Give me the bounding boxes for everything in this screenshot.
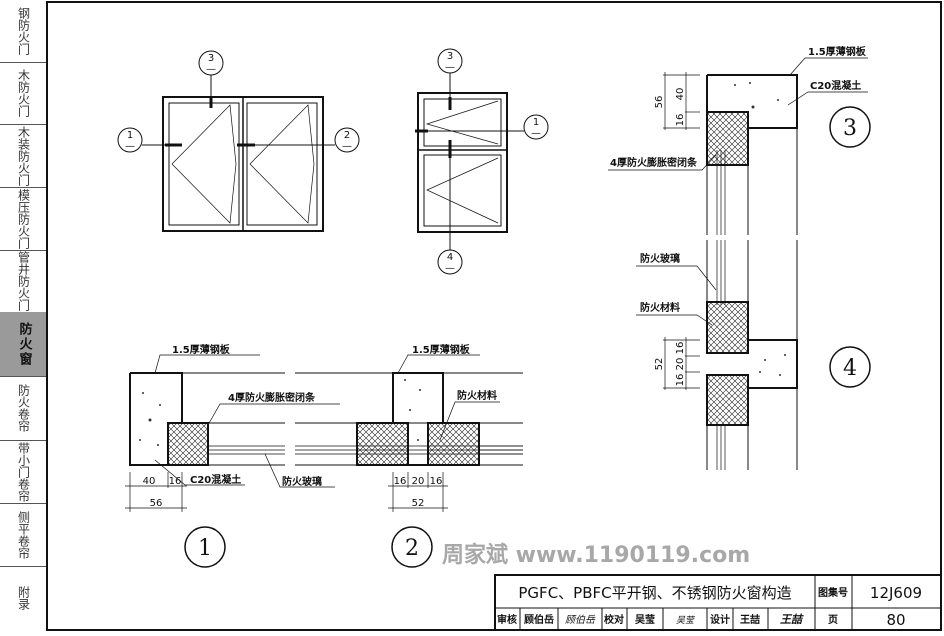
- label-steel-plate: 1.5厚薄钢板: [172, 343, 231, 356]
- checker-signature: 吴莹: [676, 615, 696, 626]
- dimension: 56: [654, 96, 665, 109]
- detail-number-3: 3: [843, 116, 857, 141]
- atlas-number: 12J609: [870, 584, 922, 602]
- sidebar-item-fire-shutter[interactable]: 防火卷帘: [0, 376, 47, 441]
- sidebar-item-label: 防火卷帘: [16, 384, 31, 432]
- section-mark-sub: —: [125, 141, 135, 152]
- dimension: 16: [394, 476, 407, 487]
- dimension: 20: [412, 476, 425, 487]
- dimension: 52: [412, 498, 425, 509]
- section-mark-1: 1: [127, 130, 133, 141]
- page-number: 80: [886, 611, 905, 629]
- section-mark-sub: —: [445, 62, 455, 73]
- check-label: 校对: [604, 613, 624, 626]
- section-mark-3: 3: [447, 51, 453, 62]
- label-fire-material: 防火材料: [640, 301, 680, 314]
- section-mark-sub: —: [206, 64, 216, 75]
- section-mark-4: 4: [447, 252, 453, 263]
- section-mark-sub: —: [342, 141, 352, 152]
- dimension: 20: [675, 358, 686, 371]
- sidebar-item-appendix[interactable]: 附录: [0, 566, 47, 630]
- section-mark-sub: —: [445, 263, 455, 274]
- detail-number-4: 4: [843, 356, 857, 381]
- label-fire-glass: 防火玻璃: [640, 252, 680, 265]
- drawing-title: PGFC、PBFC平开钢、不锈钢防火窗构造: [518, 584, 791, 602]
- sidebar-item-label: 模压防火门: [16, 188, 31, 249]
- label-fire-glass: 防火玻璃: [282, 475, 322, 488]
- dimension: 16: [169, 476, 182, 487]
- sidebar-item-label: 木装防火门: [16, 125, 31, 186]
- label-fire-material: 防火材料: [457, 389, 497, 402]
- label-seal-strip: 4厚防火膨胀密闭条: [228, 391, 316, 404]
- watermark: 周家斌 www.1190119.com: [442, 542, 750, 568]
- review-label: 审核: [497, 613, 517, 626]
- dimension: 16: [430, 476, 443, 487]
- window-elevation-2: [415, 48, 549, 275]
- label-concrete: C20混凝土: [810, 79, 861, 92]
- sidebar-nav: 钢防火门 木防火门 木装防火门 模压防火门 管井防火门 防火窗 防火卷帘 带小门…: [0, 0, 47, 630]
- dimension: 16: [675, 342, 686, 355]
- sidebar-item-steel-fire-door[interactable]: 钢防火门: [0, 0, 47, 63]
- dimension: 16: [675, 374, 686, 387]
- sidebar-item-label: 木防火门: [16, 69, 31, 117]
- atlas-number-label: 图集号: [818, 586, 848, 599]
- sidebar-item-label: 附录: [16, 586, 31, 610]
- dimension: 16: [675, 114, 686, 127]
- sidebar-item-shutter-with-door[interactable]: 带小门卷帘: [0, 440, 47, 504]
- dimension: 56: [150, 498, 163, 509]
- label-steel-plate: 1.5厚薄钢板: [808, 45, 867, 58]
- dimension: 52: [654, 358, 665, 371]
- detail-number-1: 1: [198, 536, 212, 561]
- checker-name: 吴莹: [635, 613, 655, 626]
- page-label: 页: [828, 614, 838, 626]
- detail-number-2: 2: [405, 536, 419, 561]
- window-elevation-1: [117, 50, 360, 232]
- sidebar-item-label: 钢防火门: [16, 7, 31, 55]
- dimension: 40: [675, 88, 686, 101]
- sidebar-item-label: 防火窗: [16, 321, 32, 367]
- sidebar-item-label: 侧平卷帘: [16, 510, 31, 559]
- detail-3-4-section: [608, 57, 871, 470]
- dimension: 40: [143, 476, 156, 487]
- sidebar-item-side-shutter[interactable]: 侧平卷帘: [0, 503, 47, 567]
- label-seal-strip: 4厚防火膨胀密闭条: [610, 156, 698, 169]
- section-mark-3: 3: [208, 53, 214, 64]
- sidebar-item-fire-window[interactable]: 防火窗: [0, 312, 47, 377]
- sidebar-item-label: 管井防火门: [16, 251, 31, 311]
- label-steel-plate: 1.5厚薄钢板: [412, 343, 471, 356]
- design-label: 设计: [710, 613, 730, 626]
- sidebar-item-molded-fire-door[interactable]: 模压防火门: [0, 187, 47, 251]
- reviewer-name: 顾伯岳: [524, 613, 554, 626]
- title-block: [494, 574, 942, 631]
- section-mark-2: 2: [344, 130, 350, 141]
- designer-signature: 王喆: [780, 613, 804, 626]
- sidebar-item-decorative-wood-fire-door[interactable]: 木装防火门: [0, 124, 47, 188]
- section-mark-sub: —: [531, 128, 541, 139]
- detail-2-section: [356, 354, 523, 568]
- label-concrete: C20混凝土: [190, 473, 241, 486]
- designer-name: 王喆: [740, 613, 760, 626]
- reviewer-signature: 顾伯岳: [565, 614, 596, 626]
- sidebar-item-label: 带小门卷帘: [16, 441, 31, 502]
- section-mark-1: 1: [533, 117, 539, 128]
- sidebar-item-wood-fire-door[interactable]: 木防火门: [0, 62, 47, 125]
